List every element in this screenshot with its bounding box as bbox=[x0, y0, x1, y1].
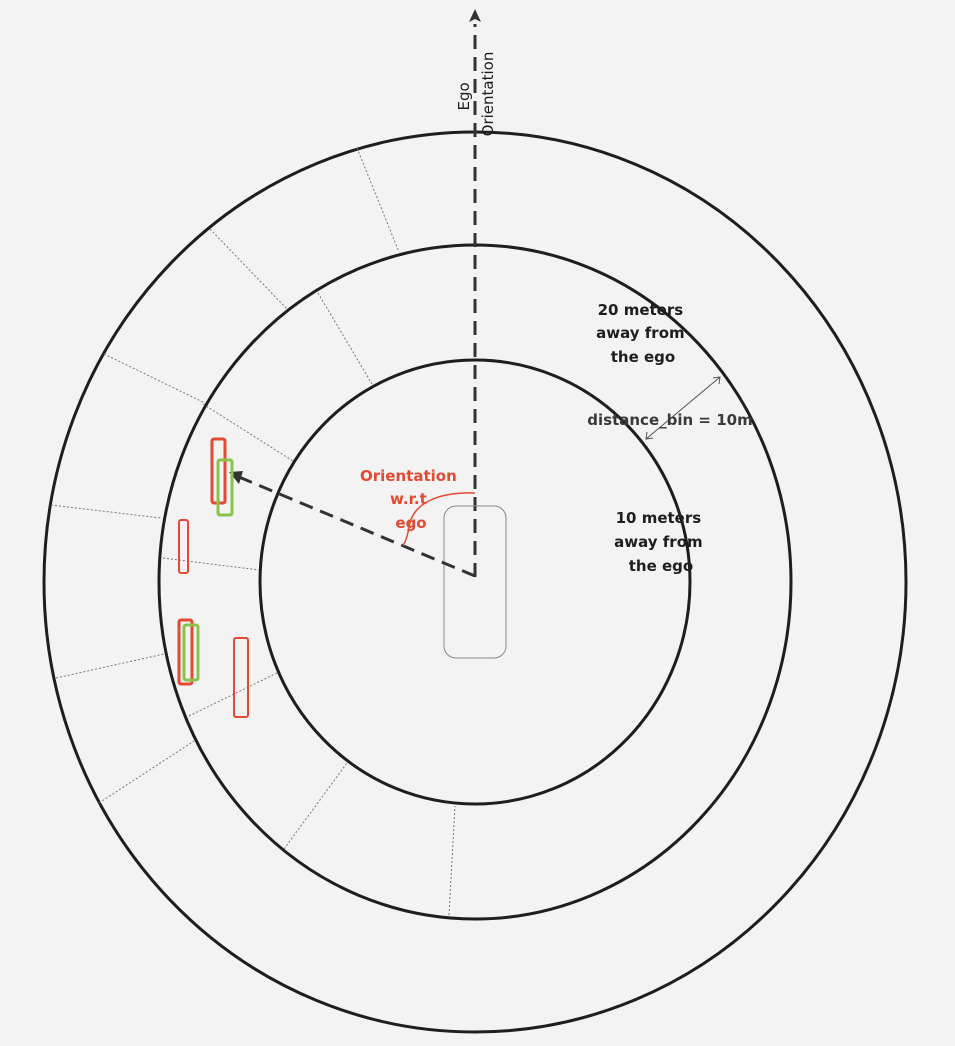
detection-box-red bbox=[178, 519, 189, 574]
ego-orientation-label: Ego Orientation bbox=[455, 52, 497, 137]
detection-box-green bbox=[216, 458, 234, 517]
detection-box-red bbox=[177, 618, 194, 686]
sector-line bbox=[50, 504, 162, 519]
sector-line bbox=[317, 292, 373, 385]
detections bbox=[177, 437, 249, 718]
sector-line bbox=[356, 147, 400, 253]
sector-line bbox=[103, 353, 206, 404]
relative-orientation-label: Orientation w.r.t ego bbox=[360, 467, 462, 532]
distance-bin-indicator bbox=[645, 376, 721, 440]
sector-line bbox=[202, 403, 294, 462]
distance-bin-arrow-head-outer bbox=[712, 376, 721, 385]
ego-orientation-arrow-head bbox=[469, 9, 481, 22]
sector-line bbox=[98, 740, 195, 804]
distance-bin-label: distance_bin = 10m bbox=[587, 411, 752, 429]
sector-line bbox=[448, 805, 456, 916]
relative-orientation-curve bbox=[402, 492, 476, 547]
detection-box-red bbox=[233, 637, 249, 718]
detection-box-green bbox=[182, 623, 200, 682]
sector-line bbox=[162, 557, 260, 571]
sector-line bbox=[55, 653, 165, 679]
object-orientation-arrow-shaft bbox=[238, 475, 476, 578]
ring-10m-label: 10 meters away from the ego bbox=[614, 509, 708, 575]
ego-vehicle bbox=[443, 505, 507, 659]
sector-dividers bbox=[50, 147, 456, 916]
ring-20m-label: 20 meters away from the ego bbox=[596, 301, 690, 366]
distance-bin-arrow-head-inner bbox=[645, 431, 654, 440]
sector-line bbox=[283, 762, 348, 850]
inner-ring-10m bbox=[258, 358, 692, 806]
sector-line bbox=[209, 228, 288, 310]
